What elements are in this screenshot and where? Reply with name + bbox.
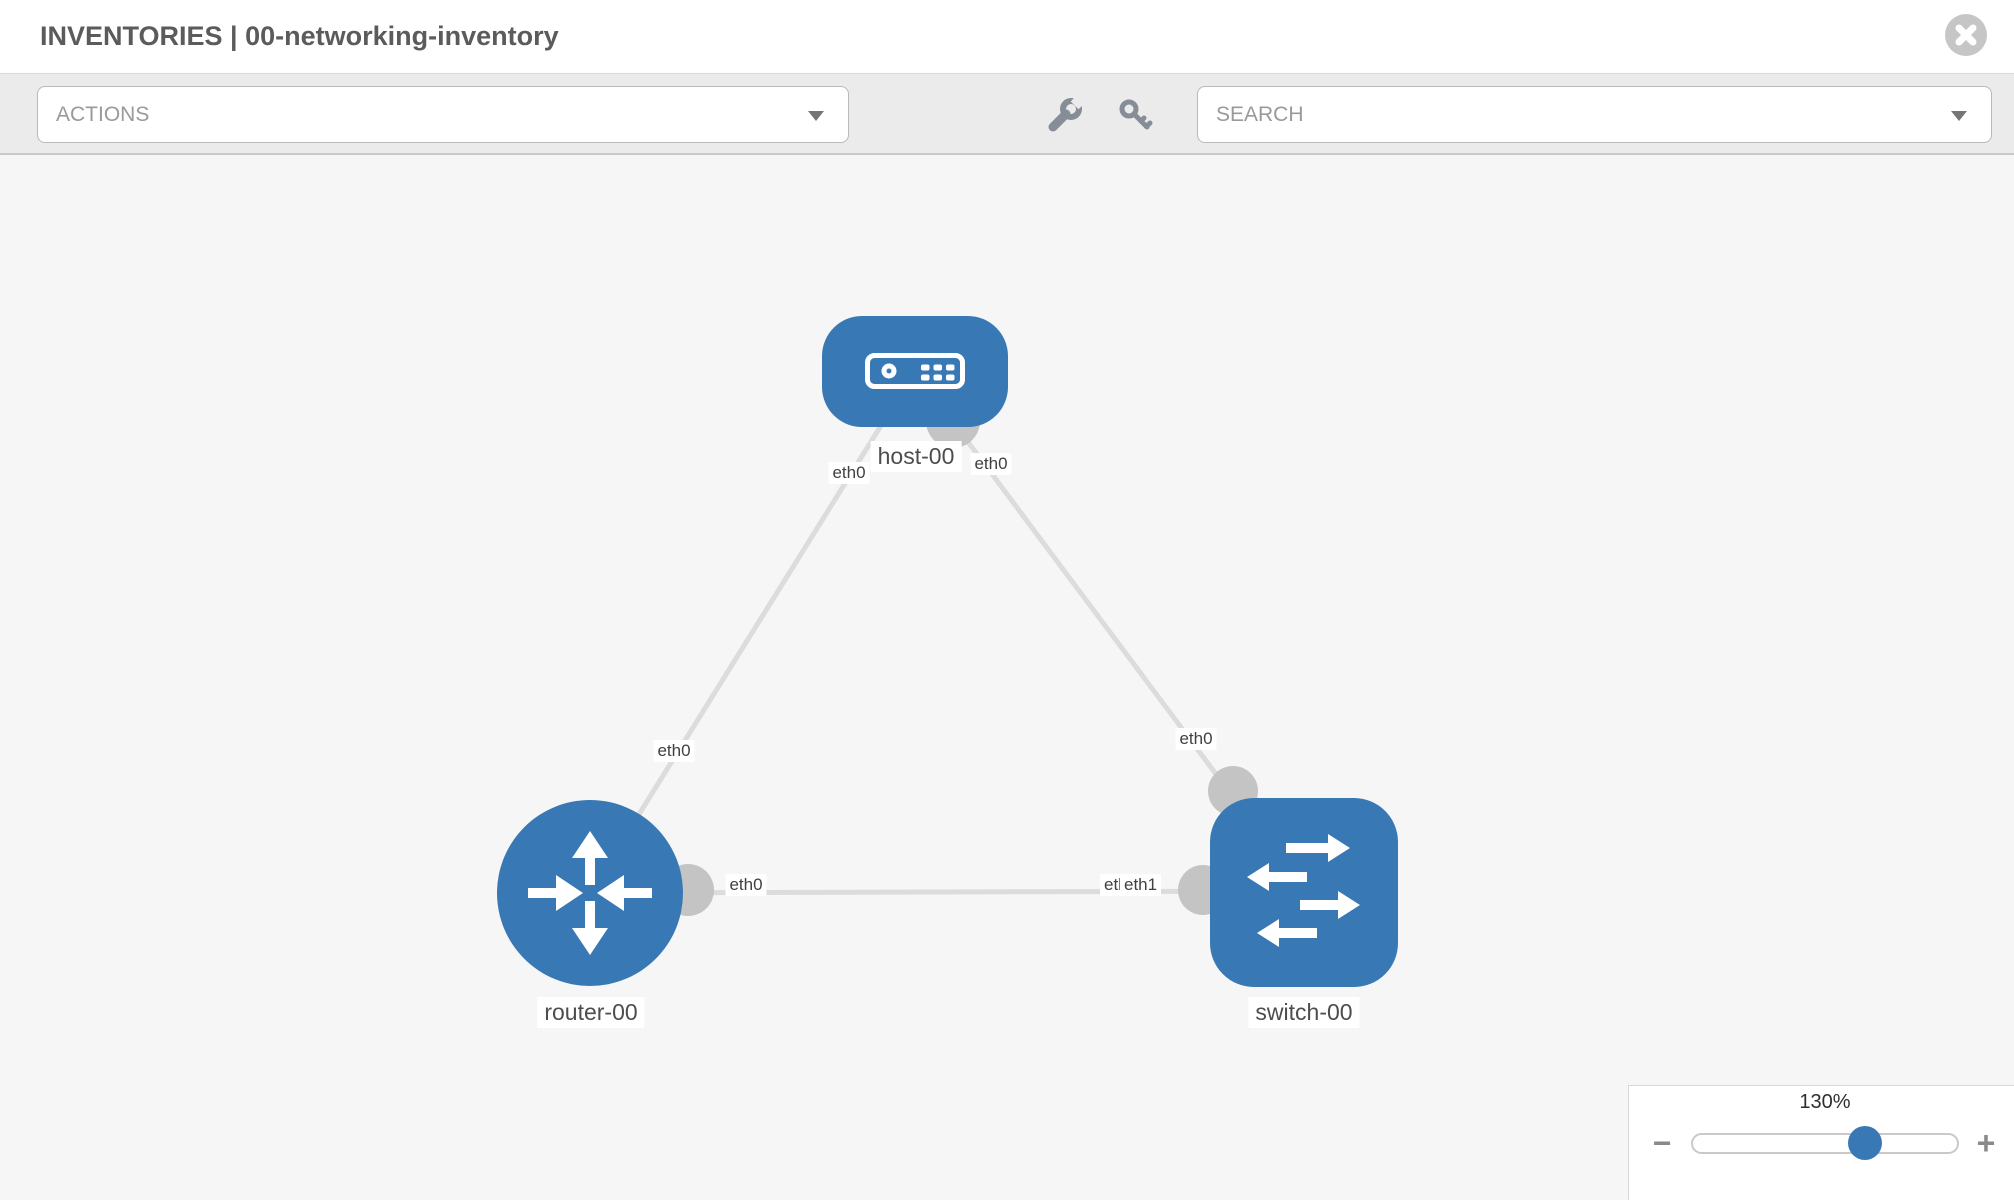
interface-label-switch-to-host: eth0 — [1175, 728, 1217, 750]
topology-canvas[interactable]: host-00 router-00 switch-00 eth0 eth0 et… — [0, 155, 2014, 1200]
close-button[interactable] — [1945, 14, 1987, 56]
interface-label-switch-overlap-group: eth0 eth1 — [1100, 874, 1180, 898]
interface-label-router-to-host: eth0 — [653, 740, 695, 762]
header: INVENTORIES | 00-networking-inventory — [0, 0, 2014, 73]
host-icon — [865, 353, 965, 389]
key-icon — [1119, 99, 1153, 130]
link-host-router[interactable] — [587, 369, 918, 895]
interface-label-host-to-switch: eth0 — [970, 453, 1012, 475]
zoom-slider-thumb[interactable] — [1848, 1126, 1882, 1160]
node-switch-00[interactable] — [1210, 798, 1398, 987]
node-router-00[interactable] — [497, 800, 683, 986]
zoom-level-value: 130% — [1799, 1091, 1851, 1113]
tools-button[interactable] — [1044, 94, 1086, 136]
page-title: INVENTORIES | 00-networking-inventory — [40, 21, 559, 51]
chevron-down-icon — [1951, 111, 1967, 121]
chevron-down-icon — [808, 111, 824, 121]
search-dropdown-label: SEARCH — [1216, 103, 1304, 126]
node-host-00[interactable] — [822, 316, 1008, 427]
node-label-switch: switch-00 — [1248, 997, 1360, 1028]
router-icon — [528, 831, 652, 955]
key-credentials-button[interactable] — [1114, 94, 1156, 136]
node-label-router: router-00 — [537, 997, 645, 1028]
search-dropdown[interactable]: SEARCH — [1197, 86, 1992, 143]
toolbar: ACTIONS SEARCH — [0, 73, 2014, 155]
zoom-out-button[interactable]: − — [1645, 1122, 1679, 1164]
interface-label-router-to-switch: eth0 — [725, 874, 767, 896]
zoom-in-button[interactable]: + — [1969, 1122, 2003, 1164]
close-icon — [1955, 24, 1977, 46]
interface-label-host-to-router: eth0 — [828, 462, 870, 484]
topology-graph — [497, 316, 1398, 987]
node-label-host: host-00 — [870, 441, 962, 472]
actions-dropdown-label: ACTIONS — [56, 103, 150, 126]
interface-label-switch-to-router: eth1 — [1120, 874, 1162, 896]
switch-icon — [1247, 834, 1360, 947]
zoom-slider-track[interactable] — [1691, 1126, 1959, 1160]
zoom-panel: 130% − + — [1628, 1085, 2014, 1200]
actions-dropdown[interactable]: ACTIONS — [37, 86, 849, 143]
wrench-icon — [1048, 97, 1083, 132]
